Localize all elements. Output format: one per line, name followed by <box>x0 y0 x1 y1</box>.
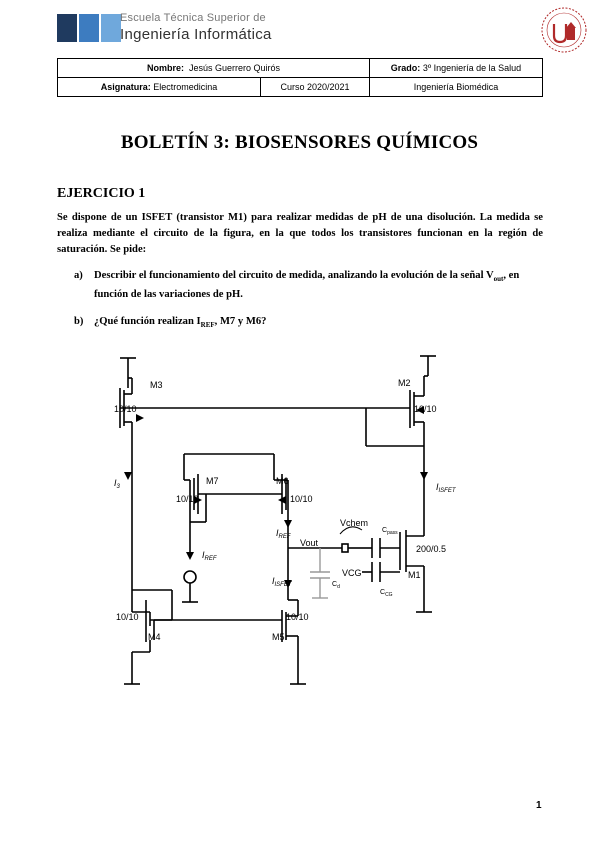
cpass-label: Cpass <box>382 527 398 536</box>
m3-ratio: 10/10 <box>114 404 137 414</box>
page-number: 1 <box>536 800 542 811</box>
vchem-label: Vchem <box>340 518 368 528</box>
m7-ratio: 10/10 <box>176 494 199 504</box>
vout-label: Vout <box>300 538 319 548</box>
m1-ratio: 200/0.5 <box>416 544 446 554</box>
name-cell: Nombre: Jesús Guerrero Quirós <box>57 58 370 78</box>
isfet-right-label: IISFET <box>436 482 457 494</box>
m3-label: M3 <box>150 380 163 390</box>
isfet-mid-label: IISFET <box>272 576 293 588</box>
ccg-label: CCG <box>380 589 393 598</box>
school-name-line1: Escuela Técnica Superior de <box>120 12 266 24</box>
exercise-intro: Se dispone de un ISFET (transistor M1) p… <box>57 212 543 255</box>
m5-ratio: 10/10 <box>286 612 309 622</box>
page-title: BOLETÍN 3: BIOSENSORES QUÍMICOS <box>120 132 479 153</box>
iref-source-label: IREF <box>202 550 217 562</box>
m5-label: M5 <box>272 632 285 642</box>
vcg-label: VCG <box>342 568 362 578</box>
school-logo <box>57 14 121 42</box>
exercise-title: EJERCICIO 1 <box>57 186 146 201</box>
university-seal-icon <box>541 7 587 53</box>
question-b: b) ¿Qué función realizan IREF, M7 y M6? <box>74 316 267 330</box>
iref-m6-label: IREF <box>276 528 291 540</box>
m2-label: M2 <box>398 378 411 388</box>
m2-ratio: 10/10 <box>414 404 437 414</box>
school-name-line2: Ingeniería Informática <box>120 26 272 43</box>
subject-cell: Asignatura: Electromedicina <box>57 77 261 97</box>
m7-label: M7 <box>206 476 219 486</box>
m6-ratio: 10/10 <box>290 494 313 504</box>
m6-label: M6 <box>276 476 289 486</box>
student-info-table: Nombre: Jesús Guerrero Quirós Grado: 3º … <box>57 58 543 97</box>
m1-label: M1 <box>408 570 421 580</box>
measurement-circuit-diagram: M3 10/10 M2 10/10 M7 10/10 M6 10/10 10/1… <box>114 355 457 685</box>
m4-label: M4 <box>148 632 161 642</box>
question-a: a) Describir el funcionamiento del circu… <box>74 270 520 301</box>
grade-cell: Grado: 3º Ingeniería de la Salud <box>369 58 543 78</box>
specialty-cell: Ingeniería Biomédica <box>369 77 543 97</box>
cd-label: Cd <box>332 581 340 590</box>
i3-label: I3 <box>114 478 121 490</box>
m4-ratio: 10/10 <box>116 612 139 622</box>
page-header: Escuela Técnica Superior de Ingeniería I… <box>0 0 599 53</box>
course-cell: Curso 2020/2021 <box>260 77 370 97</box>
